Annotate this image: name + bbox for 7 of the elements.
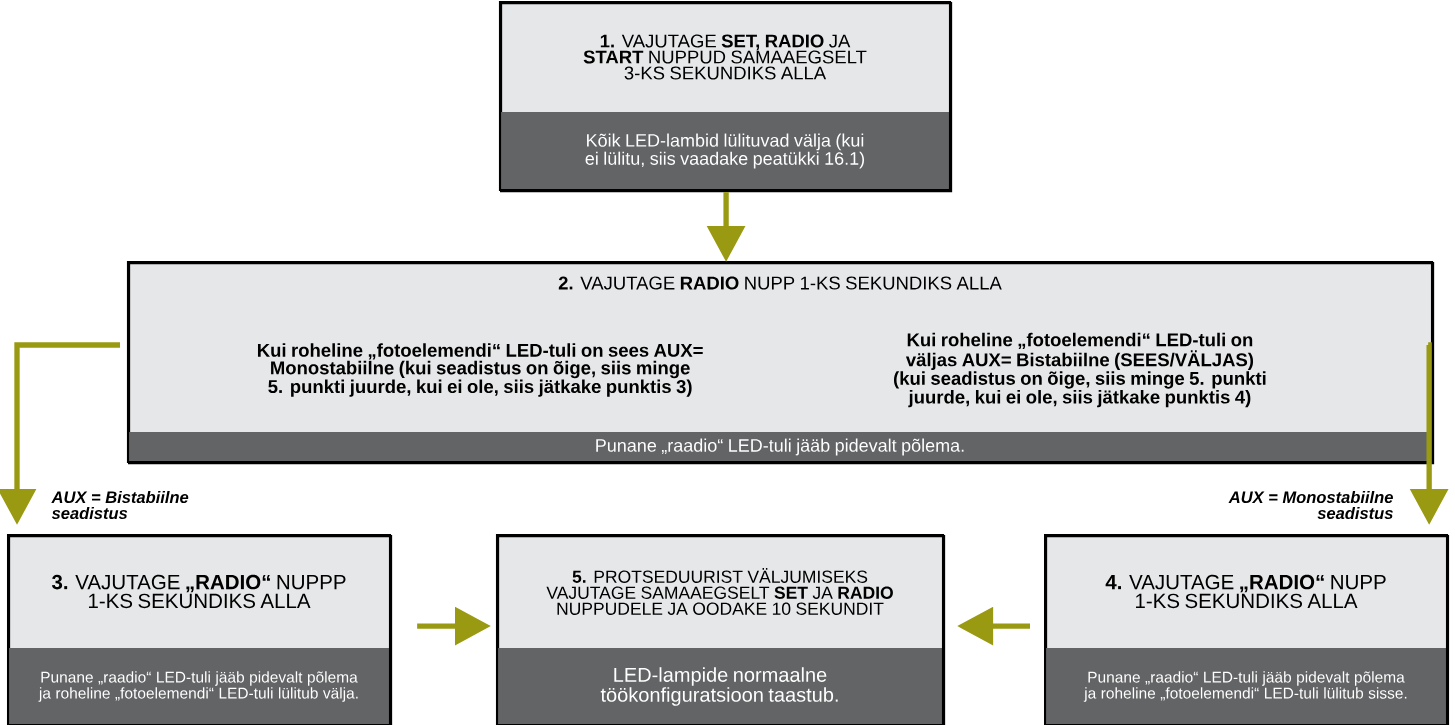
- process-box: 5. PROTSEDUURIST VÄLJUMISEKS VAJUTAGE SAMAAEGSELT SET JA RADIO NUPPUDELE JA OODAKE 10 SEKUNDIT LED-lampide normaalne töökonfiguratsioon taastub.: [495, 533, 946, 725]
- process-box: 4. VAJUTAGE „RADIO“ NUPP 1-KS SEKUNDIKS ALLA Punane „raadio“ LED-tuli jääb pidevalt põlema ja roheline „fotoelemendi“ LED-tuli lülitub sisse.: [1043, 533, 1450, 725]
- edge-label: AUX = Monostabiilne seadistus: [1228, 490, 1393, 520]
- edge-label: AUX = Bistabiilne seadistus: [51, 490, 189, 520]
- process-box: 2. VAJUTAGE RADIO NUPP 1-KS SEKUNDIKS ALLA Kui roheline „fotoelemendi“ LED-tuli on sees AUX= Monostabiilne (kui seadistus on õige, siis minge 5. punkti juurde, kui ei ole, siis jätkake punktis 3) Kui roheline „fotoelemendi“ LED-tuli on väljas AUX= Bistabiilne (SEES/VÄLJAS) (kui seadistus on õige, siis minge 5. punkti juurde, kui ei ole, siis jätkake punktis 4) Punane „raadio“ LED-tuli jääb pidevalt põlema.: [126, 260, 1435, 465]
- process-box: 3. VAJUTAGE „RADIO“ NUPPP 1-KS SEKUNDIKS ALLA Punane „raadio“ LED-tuli jääb pidevalt põlema ja roheline „fotoelemendi“ LED-tuli lülitub välja.: [6, 533, 393, 725]
- process-box: 1. VAJUTAGE SET, RADIO JA START NUPPUD SAMAAEGSELT 3-KS SEKUNDIKS ALLA Kõik LED-lambid lülituvad välja (kui ei lülitu, siis vaadake peatükki 16.1): [498, 0, 953, 193]
